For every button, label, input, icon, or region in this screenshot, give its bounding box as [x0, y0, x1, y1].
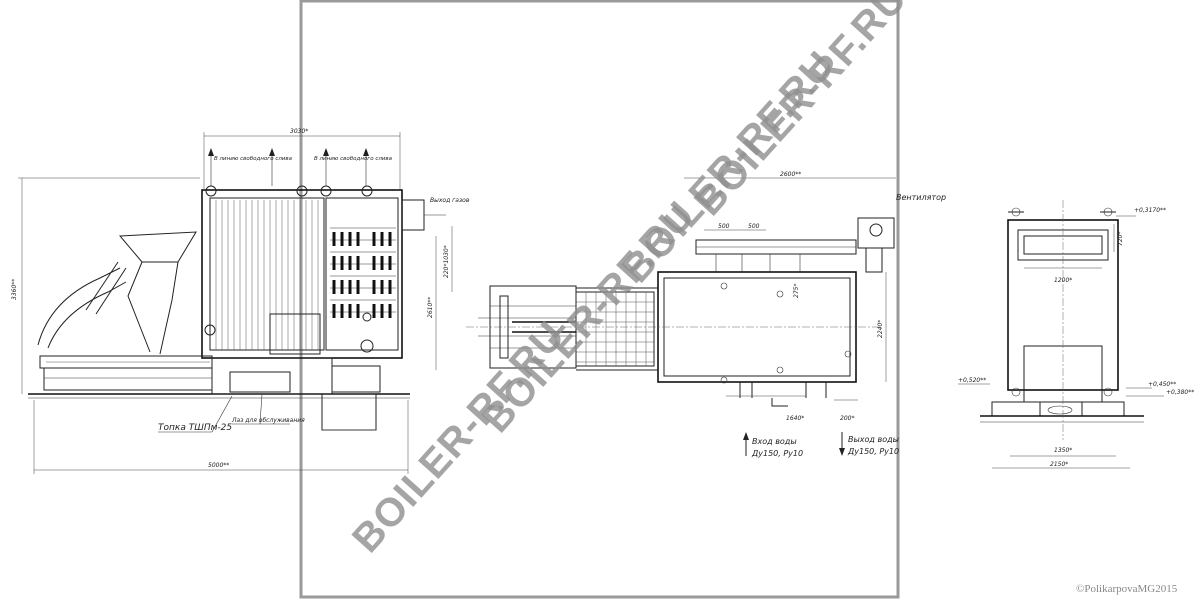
dim-2150: 2150* [1050, 461, 1068, 468]
outlet-label-left: В линию свободного слива [214, 156, 293, 162]
copyright-notice: ©PolikarpovaMG2015 [1076, 583, 1178, 595]
dim-length: 2600** [780, 171, 801, 178]
dim-height: 3360** [11, 279, 18, 300]
firebox-label: Топка ТШПм-25 [158, 423, 232, 433]
outlet-label-right: В линию свободного слива [314, 156, 393, 162]
dim-right-mark1: +0,450** [1148, 381, 1176, 388]
water-in-label: Вход воды [752, 437, 797, 446]
dim-1640: 1640* [786, 415, 804, 422]
water-in-spec: Ду150, Ру10 [751, 449, 803, 458]
dim-height-mid: 2610** [427, 297, 434, 318]
dim-720: 720* [1117, 232, 1124, 246]
dim-gas-pipe: 220*1030* [443, 245, 450, 278]
dim-1200: 1200* [1054, 277, 1072, 284]
side-view: Топка ТШПм-25 Лаз для обслуживания В лин… [11, 128, 470, 474]
watermark-4: BOILER-RF.RU [686, 0, 916, 224]
tube-bank-right [325, 197, 399, 351]
hatch-label: Лаз для обслуживания [231, 417, 305, 424]
top-view: Вентилятор 2600** 500 500 275* 2240* 164… [466, 171, 946, 458]
water-out-label: Выход воды [848, 435, 899, 444]
dim-right-mark2: +0,380** [1166, 389, 1194, 396]
dim-total-length: 5000** [208, 462, 229, 469]
front-view: +0,3170** 1200* 720* +0,520** +0,450** +… [958, 200, 1194, 469]
gas-outlet-label: Выход газов [430, 197, 470, 204]
dim-top-width: 3030* [290, 128, 308, 135]
dim-top-mark: +0,3170** [1134, 207, 1166, 214]
dim-200: 200* [840, 415, 854, 422]
dim-1350: 1350* [1054, 447, 1072, 454]
fan-label: Вентилятор [896, 193, 946, 202]
water-out-spec: Ду150, Ру10 [847, 447, 899, 456]
dim-width: 2240* [877, 320, 884, 338]
dim-left-mark: +0,520** [958, 377, 986, 384]
dim-275: 275* [793, 284, 800, 298]
frame-border [299, 0, 900, 599]
dim-500a: 500 [718, 223, 730, 230]
dim-500b: 500 [748, 223, 760, 230]
tube-bank-left [215, 200, 319, 350]
